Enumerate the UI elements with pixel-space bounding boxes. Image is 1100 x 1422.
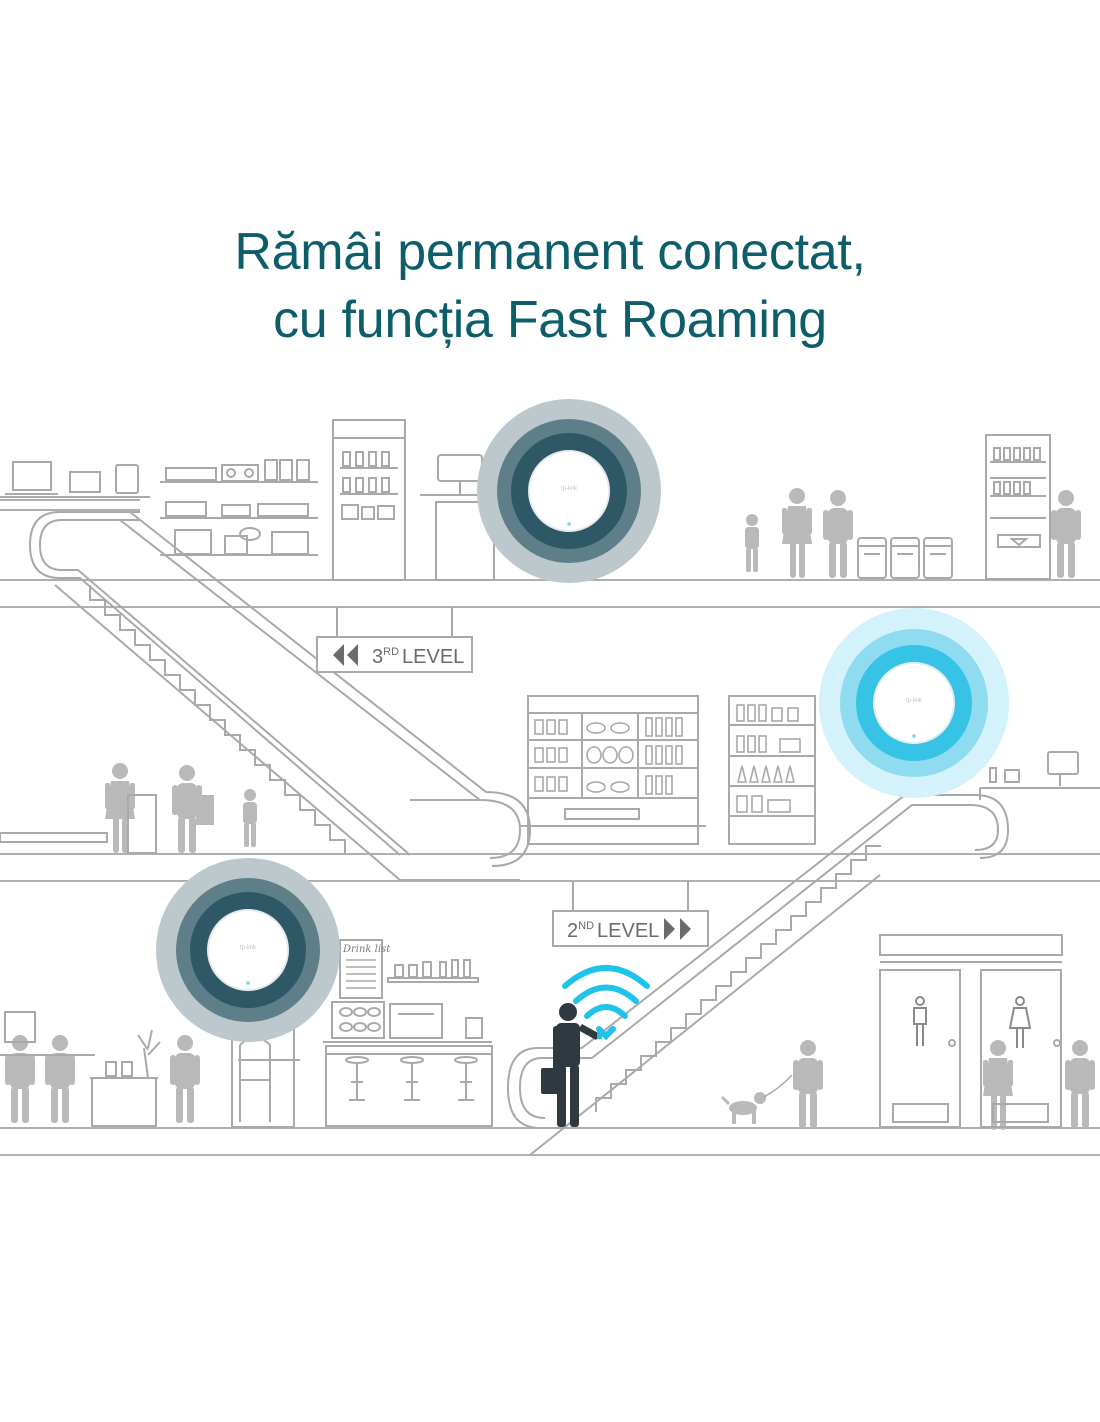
restroom-men-icon <box>913 996 927 1046</box>
sign-third-num: 3 <box>372 646 383 668</box>
shoppers-third-level <box>745 488 1081 578</box>
grocery-shelves <box>520 695 706 845</box>
dog-icon <box>720 1074 793 1124</box>
escalator-down <box>28 511 532 881</box>
ap-first-level: tp-link <box>156 858 340 1042</box>
display-fridge <box>332 419 406 581</box>
product-shelf <box>728 695 816 845</box>
ap-logo: tp-link <box>240 945 257 951</box>
ap-logo: tp-link <box>906 698 923 704</box>
sign-third-ord: RD <box>383 646 399 658</box>
sign-second-word: LEVEL <box>597 920 659 942</box>
menu-board-title: Drink list <box>342 944 391 955</box>
cashier-desk <box>979 751 1100 800</box>
escalator-up <box>506 794 1010 1156</box>
headline: Rămâi permanent conectat, cu funcția Fas… <box>0 218 1100 354</box>
trash-bins <box>857 537 953 579</box>
electronics-shop <box>0 459 318 556</box>
headline-line-2: cu funcția Fast Roaming <box>273 291 827 349</box>
businessman-with-phone <box>541 1003 602 1127</box>
menu-board: Drink list <box>339 939 391 999</box>
bar-stools <box>345 1056 478 1101</box>
ap-second-level-roaming: tp-link <box>819 608 1009 798</box>
restroom-women-icon <box>1008 996 1032 1048</box>
headline-line-1: Rămâi permanent conectat, <box>234 223 866 281</box>
sign-second-num: 2 <box>567 920 578 942</box>
wifi-signal-icon <box>562 965 650 1041</box>
floor-lines <box>0 499 1100 1156</box>
sign-second-ord: ND <box>578 920 594 932</box>
bench-and-bags <box>0 794 214 854</box>
ap-third-level: tp-link <box>477 399 661 583</box>
cafe-tables <box>0 1002 300 1128</box>
sign-third-word: LEVEL <box>402 646 464 668</box>
ap-logo: tp-link <box>561 486 578 492</box>
restrooms <box>879 934 1063 1128</box>
vending-machine <box>985 434 1051 580</box>
